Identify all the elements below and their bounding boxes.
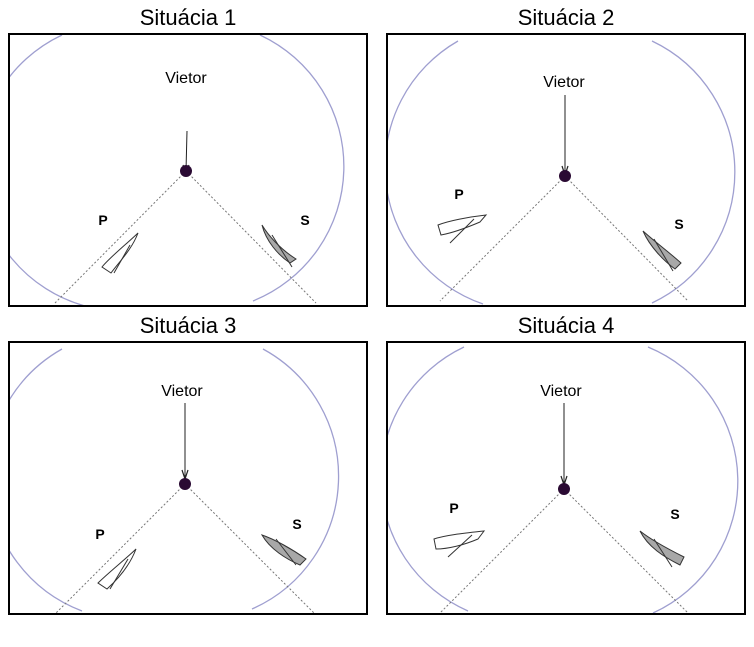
layline-port	[55, 483, 186, 613]
zone-circle-right-arc	[251, 348, 340, 610]
boat-starboard-sail	[653, 538, 673, 568]
boat-starboard	[261, 224, 297, 264]
sailing-diagram: Vietor P S	[10, 348, 340, 613]
boat-port-sail	[449, 218, 475, 244]
diagram-frame: Vietor P S	[8, 33, 368, 307]
boat-s-label: S	[292, 516, 301, 532]
layline-port	[439, 175, 566, 302]
zone-circle-left-arc	[10, 348, 83, 612]
boat-p-label: P	[454, 186, 463, 202]
wind-label: Vietor	[540, 383, 582, 400]
layline-starboard	[185, 170, 317, 304]
boat-port	[101, 232, 139, 274]
wind-label: Vietor	[161, 383, 203, 400]
wind-arrow-line	[185, 130, 188, 172]
zone-circle-left-arc	[10, 35, 84, 305]
diagram-frame: Vietor P S	[8, 341, 368, 615]
boat-s-label: S	[670, 506, 679, 522]
mark-buoy	[558, 483, 570, 495]
boat-s-label: S	[300, 212, 309, 228]
sailing-diagram: Vietor P S	[10, 35, 345, 305]
sailing-diagram: Vietor P S	[388, 40, 736, 305]
zone-circle-left-arc	[388, 40, 484, 305]
panel-title: Situácia 3	[139, 313, 237, 338]
boat-port-sail	[113, 244, 131, 274]
mark-buoy	[180, 165, 192, 177]
zone-circle-right-arc	[647, 346, 739, 613]
diagram-frame: Vietor P S	[386, 33, 746, 307]
boat-starboard	[639, 530, 685, 566]
boat-p-label: P	[449, 500, 458, 516]
boat-p-label: P	[95, 526, 104, 542]
layline-starboard	[184, 483, 315, 613]
boat-starboard-sail	[653, 238, 674, 272]
boat-s-label: S	[674, 216, 683, 232]
layline-port	[439, 488, 565, 613]
wind-label: Vietor	[165, 70, 207, 87]
diagram-frame: Vietor P S	[386, 341, 746, 615]
wind-label: Vietor	[543, 74, 585, 91]
mark-buoy	[559, 170, 571, 182]
zone-circle-left-arc	[388, 346, 469, 612]
boat-port	[97, 548, 137, 590]
boat-port-sail	[447, 534, 473, 558]
boat-starboard	[642, 230, 682, 270]
mark-buoy	[179, 478, 191, 490]
boat-starboard-sail	[275, 538, 297, 566]
boat-p-label: P	[98, 212, 107, 228]
layline-starboard	[564, 175, 689, 302]
panel-title: Situácia 4	[517, 313, 615, 338]
layline-port	[54, 170, 187, 304]
layline-starboard	[563, 488, 689, 613]
panel-title: Situácia 2	[517, 5, 615, 30]
sailing-diagram: Vietor P S	[388, 346, 739, 613]
zone-circle-right-arc	[252, 35, 345, 302]
boat-starboard-sail	[271, 234, 293, 268]
boat-port-sail	[109, 558, 129, 590]
zone-circle-right-arc	[651, 40, 736, 304]
boat-port	[437, 214, 488, 236]
panel-title: Situácia 1	[139, 5, 237, 30]
